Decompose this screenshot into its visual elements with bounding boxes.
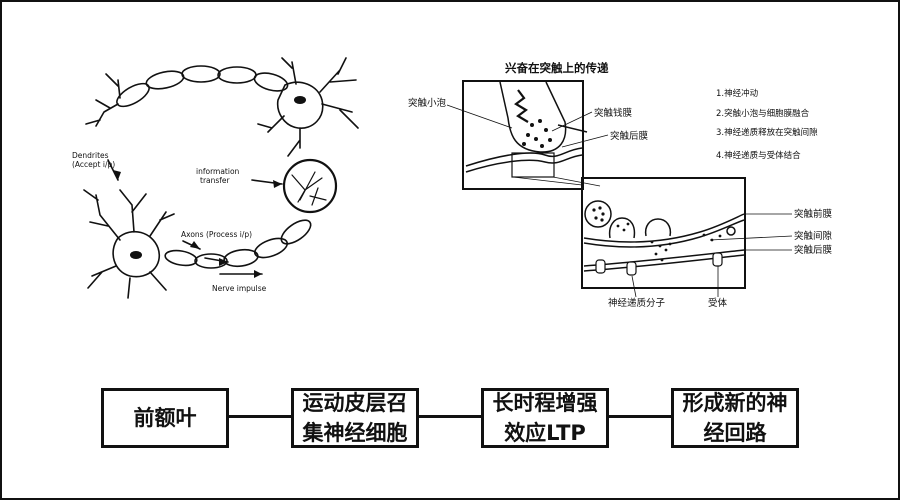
transfer-label: transfer — [200, 176, 231, 185]
step-1: 1.神经冲动 — [716, 88, 759, 99]
post-membrane-label: 突触后膜 — [610, 130, 649, 142]
flow-box-ltp-line2: 效应LTP — [504, 421, 586, 445]
nerve-impulse-label: Nerve impulse — [212, 284, 267, 293]
step-3: 3.神经递质释放在突触间隙 — [716, 127, 818, 138]
flow-box-prefrontal-text: 前额叶 — [133, 406, 197, 430]
information-label: information — [196, 167, 240, 176]
knob-label: 突触钱膜 — [594, 107, 633, 119]
flow-box-new-circuit-line1: 形成新的神 — [682, 391, 788, 415]
neuron-diagram: Dendrites (Accept i/p) information trans… — [72, 57, 359, 299]
flow-box-prefrontal: 前额叶 — [101, 388, 229, 448]
detail-post-membrane-label: 突触后膜 — [794, 244, 833, 256]
pre-membrane-label: 突触前膜 — [794, 208, 833, 220]
flow-box-ltp: 长时程增强 效应LTP — [481, 388, 609, 448]
cleft-label: 突触间隙 — [794, 230, 833, 242]
dendrites-sublabel: (Accept i/p) — [72, 160, 115, 169]
flow-box-new-circuit-line2: 经回路 — [703, 421, 767, 445]
transmitter-label: 神经递质分子 — [608, 297, 666, 309]
synapse-title: 兴奋在突触上的传递 — [505, 61, 609, 75]
step-4: 4.神经递质与受体结合 — [716, 150, 801, 161]
flow-box-ltp-line1: 长时程增强 — [492, 391, 598, 415]
connector-3 — [609, 415, 671, 418]
vesicle-label: 突触小泡 — [408, 97, 447, 109]
flow-box-new-circuit: 形成新的神 经回路 — [671, 388, 799, 448]
synapse-overview-box — [462, 80, 584, 190]
axons-label: Axons (Process i/p) — [181, 230, 252, 239]
dendrites-label: Dendrites — [72, 151, 109, 160]
connector-1 — [229, 415, 291, 418]
flow-box-motor-cortex-line2: 集神经细胞 — [302, 421, 408, 445]
connector-2 — [419, 415, 481, 418]
synapse-diagram: 兴奋在突触上的传递 突触小泡 突触钱膜 突触后膜 1.神经冲动 2.突触小泡与细… — [408, 61, 833, 309]
receptor-label: 受体 — [708, 297, 728, 309]
flow-box-motor-cortex: 运动皮层召 集神经细胞 — [291, 388, 419, 448]
step-2: 2.突触小泡与细胞膜融合 — [716, 108, 810, 119]
synapse-detail-box — [581, 177, 746, 289]
flow-box-motor-cortex-line1: 运动皮层召 — [302, 391, 408, 415]
